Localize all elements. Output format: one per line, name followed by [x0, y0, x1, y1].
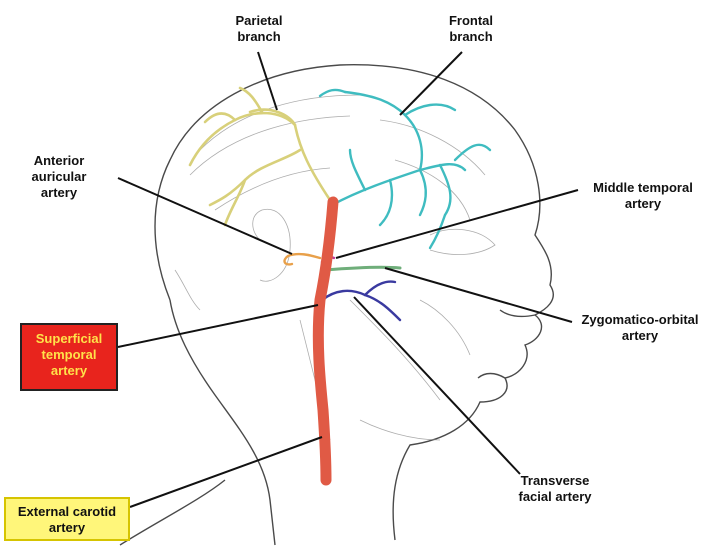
label-line: temporal: [41, 347, 97, 362]
leader-lines: [117, 51, 579, 508]
zygomatico-orbital-vessel: [323, 265, 402, 272]
label-line: facial artery: [518, 489, 592, 504]
label-anterior-auricular-artery: Anterior auricular artery: [14, 153, 104, 201]
label-line: branch: [449, 29, 493, 44]
label-middle-temporal-artery: Middle temporal artery: [578, 180, 708, 212]
label-line: artery: [624, 196, 662, 211]
label-line: artery: [50, 363, 88, 378]
label-line: branch: [237, 29, 281, 44]
superficial-temporal-vessel: [312, 196, 339, 486]
head-outline: [119, 64, 554, 546]
label-transverse-facial-artery: Transverse facial artery: [500, 473, 610, 505]
label-line: Anterior: [33, 153, 85, 168]
shading-strokes: [174, 94, 496, 441]
label-line: External carotid: [17, 504, 117, 519]
label-line: Zygomatico-orbital: [581, 312, 699, 327]
label-superficial-temporal-artery: Superficial temporal artery: [20, 323, 118, 391]
label-frontal-branch: Frontal branch: [426, 13, 516, 45]
label-line: Middle temporal: [593, 180, 693, 195]
parietal-branch-vessel: [188, 86, 332, 227]
transverse-facial-vessel: [320, 280, 402, 322]
label-line: Superficial: [35, 331, 103, 346]
label-line: Transverse: [520, 473, 590, 488]
label-parietal-branch: Parietal branch: [214, 13, 304, 45]
label-line: auricular: [31, 169, 87, 184]
frontal-branch-vessel: [318, 88, 492, 250]
label-line: artery: [621, 328, 659, 343]
label-zygomatico-orbital-artery: Zygomatico-orbital artery: [570, 312, 710, 344]
label-line: Frontal: [448, 13, 494, 28]
label-line: artery: [40, 185, 78, 200]
label-line: artery: [48, 520, 86, 535]
label-line: Parietal: [235, 13, 283, 28]
label-external-carotid-artery: External carotid artery: [4, 497, 130, 541]
anterior-auricular-vessel: [283, 252, 322, 266]
